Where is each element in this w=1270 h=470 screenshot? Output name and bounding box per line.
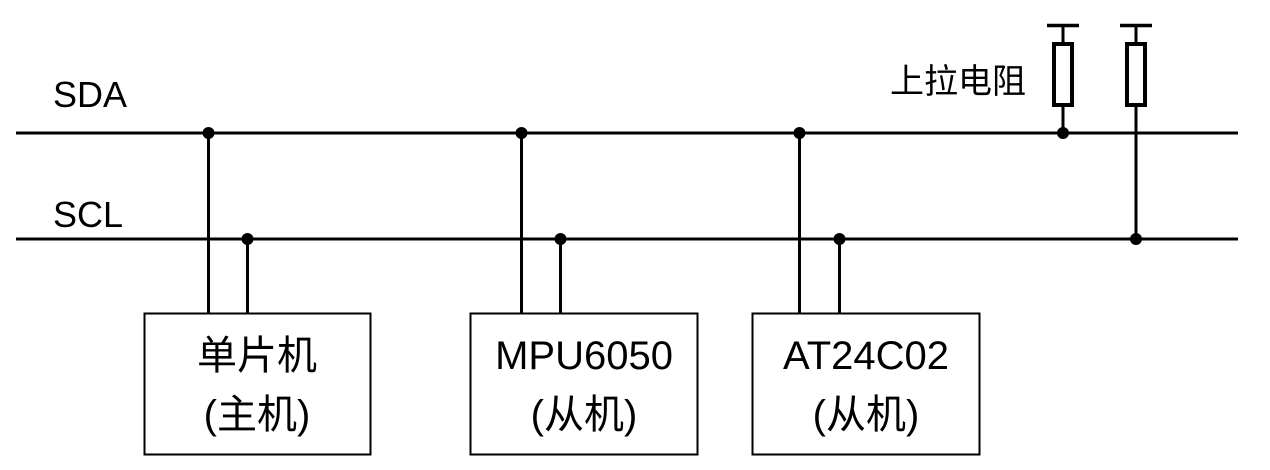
device-mcu: 单片机 (主机) bbox=[143, 127, 372, 456]
device-mcu-box bbox=[143, 312, 372, 456]
pullup-resistor-scl bbox=[1120, 23, 1152, 245]
pullup-scl-junction-dot bbox=[1130, 233, 1142, 245]
pullup-scl-resistor-body bbox=[1125, 42, 1147, 107]
device-mcu-role: (主机) bbox=[204, 393, 311, 437]
scl-bus-label: SCL bbox=[53, 194, 123, 235]
device-mpu6050-role: (从机) bbox=[531, 393, 638, 437]
device-at24c02-role: (从机) bbox=[813, 393, 920, 437]
pullup-sda-junction-dot bbox=[1057, 127, 1069, 139]
device-mcu-scl-junction-dot bbox=[241, 233, 254, 245]
device-mpu6050: MPU6050 (从机) bbox=[469, 127, 699, 456]
sda-bus-label: SDA bbox=[53, 74, 127, 115]
device-at24c02-name: AT24C02 bbox=[783, 334, 949, 378]
device-at24c02: AT24C02 (从机) bbox=[751, 127, 981, 456]
device-mpu6050-name: MPU6050 bbox=[495, 334, 673, 378]
pullup-resistors-label: 上拉电阻 bbox=[890, 63, 1026, 101]
device-at24c02-sda-junction-dot bbox=[793, 127, 806, 139]
device-mpu6050-box bbox=[469, 312, 699, 456]
device-mpu6050-scl-junction-dot bbox=[554, 233, 567, 245]
pullup-sda-resistor-body bbox=[1052, 42, 1074, 107]
device-mpu6050-sda-junction-dot bbox=[515, 127, 528, 139]
device-at24c02-scl-junction-dot bbox=[833, 233, 846, 245]
device-mcu-sda-junction-dot bbox=[202, 127, 215, 139]
device-at24c02-box bbox=[751, 312, 981, 456]
pullup-resistor-sda bbox=[1047, 23, 1079, 139]
device-mcu-name: 单片机 bbox=[197, 334, 317, 378]
